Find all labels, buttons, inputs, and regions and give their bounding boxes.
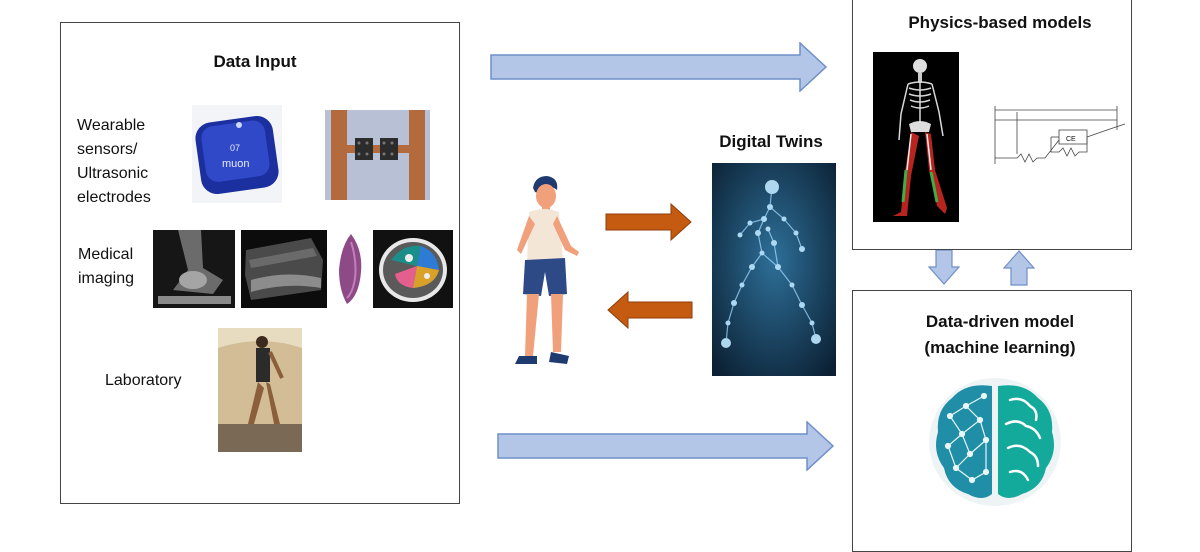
sensor-number-text: 07	[230, 143, 240, 153]
sensor-brand-text: muon	[222, 158, 250, 170]
leg-crosssection-image	[373, 230, 453, 308]
data-driven-title-line1: Data-driven model	[925, 312, 1075, 331]
laboratory-image	[218, 328, 302, 452]
data-driven-title-line2: (machine learning)	[924, 338, 1076, 357]
digital-twin-image	[712, 163, 836, 376]
wearable-sensor-image: 07 muon	[192, 105, 282, 203]
laboratory-label: Laboratory	[105, 372, 182, 389]
digital-twins-title: Digital Twins	[719, 132, 823, 151]
wearable-sensors-label: Wearable sensors/ Ultrasonic electrodes	[77, 117, 151, 206]
contractile-element-label: CE	[1066, 136, 1076, 143]
arrow-data-to-ml	[497, 421, 835, 471]
brain-icon	[929, 378, 1061, 506]
arrow-ml-to-physics	[1003, 250, 1035, 286]
mri-muscle-image	[241, 230, 327, 308]
arrow-data-to-physics	[490, 42, 828, 92]
muscle-3d-image	[333, 230, 369, 308]
medical-imaging-label: Medical imaging	[78, 246, 135, 287]
skeleton-muscle-image	[873, 52, 959, 222]
arrow-twin-to-human	[607, 291, 693, 329]
arrow-human-to-twin	[605, 203, 692, 241]
arrow-physics-to-ml	[928, 249, 960, 285]
electrode-image	[325, 110, 430, 200]
hill-muscle-model-diagram: CE	[977, 100, 1129, 170]
physics-models-title: Physics-based models	[908, 13, 1092, 32]
mri-ankle-image	[153, 230, 235, 308]
data-input-title: Data Input	[213, 52, 297, 71]
walking-person-illustration	[515, 176, 579, 364]
